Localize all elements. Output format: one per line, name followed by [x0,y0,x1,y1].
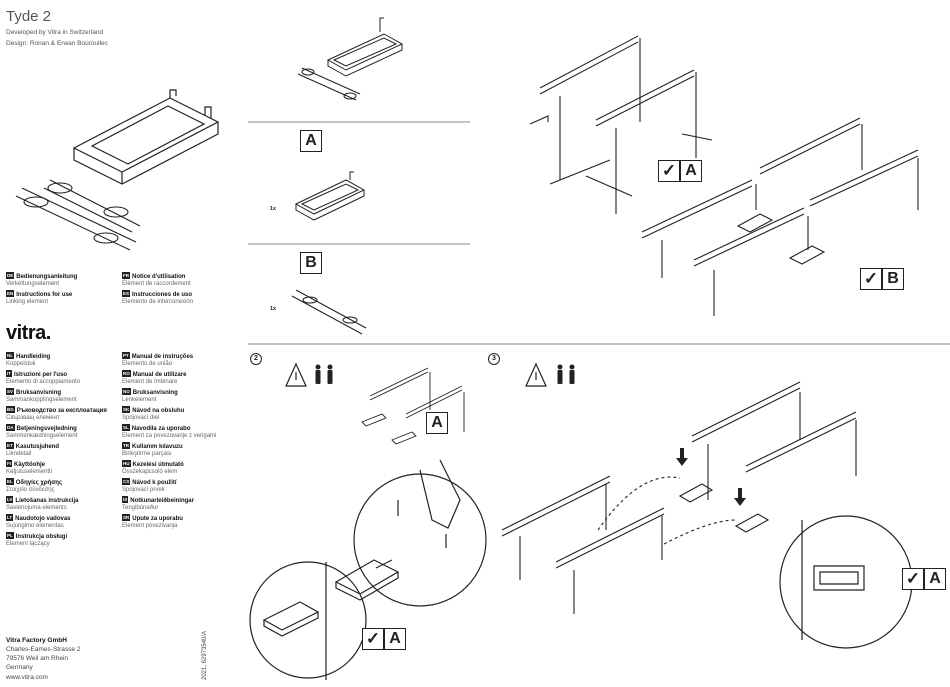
country: Germany [6,664,33,671]
down-arrow-step3-icon [676,448,746,506]
top-result-a-label: A [680,160,702,182]
check-mark-step2-icon: ✓ [362,628,384,650]
variant-b-label: B [300,252,322,274]
company-name: Vitra Factory GmbH [6,637,67,644]
warning-triangle-step2-icon [285,362,307,387]
design-credit: Design: Ronan & Erwan Bouroullec [6,40,108,47]
top-result-b-label: B [882,268,904,290]
desk-frames-step3-icon [501,381,857,614]
tray-large-icon [72,89,220,185]
check-mark-top-b-icon: ✓ [860,268,882,290]
two-persons-step3-icon [557,364,575,384]
desk-frames-step2-icon [361,367,465,445]
step2-variant-a-label: A [426,412,448,434]
linking-bar-variant-b-icon [291,289,367,335]
step-2-number: 2 [250,353,262,365]
step-3-number: 3 [488,353,500,365]
linking-bar-small-top-icon [297,67,361,101]
magnifier-detail-step2-icon [249,561,367,680]
product-title: Tyde 2 [6,8,52,25]
desk-frame-pair-a-icon [529,35,713,214]
check-mark-top-a-icon: ✓ [658,160,680,182]
variant-b-quantity: 1x [270,306,277,312]
warning-triangle-step3-icon [525,362,547,387]
step3-result-label: A [924,568,946,590]
city: 79576 Weil am Rhein [6,655,69,662]
variant-a-quantity: 1x [270,206,277,212]
developed-note: Developed by Vitra in Switzerland [6,29,104,36]
linking-bar-large-icon [15,179,141,251]
tray-small-top-icon [326,17,404,77]
step2-result-label: A [384,628,406,650]
check-mark-step3-icon: ✓ [902,568,924,590]
street: Charles-Eames-Strasse 2 [6,646,81,653]
desk-frame-cluster-b-icon [641,117,919,316]
two-persons-step2-icon [315,364,333,384]
magnifier-step3-icon [779,515,913,649]
variant-a-label: A [300,130,322,152]
tray-variant-a-icon [294,171,366,221]
website-link[interactable]: www.vitra.com [6,674,48,681]
magnifier-step2-icon [334,459,487,607]
vitra-logo: vitra. [6,322,51,344]
